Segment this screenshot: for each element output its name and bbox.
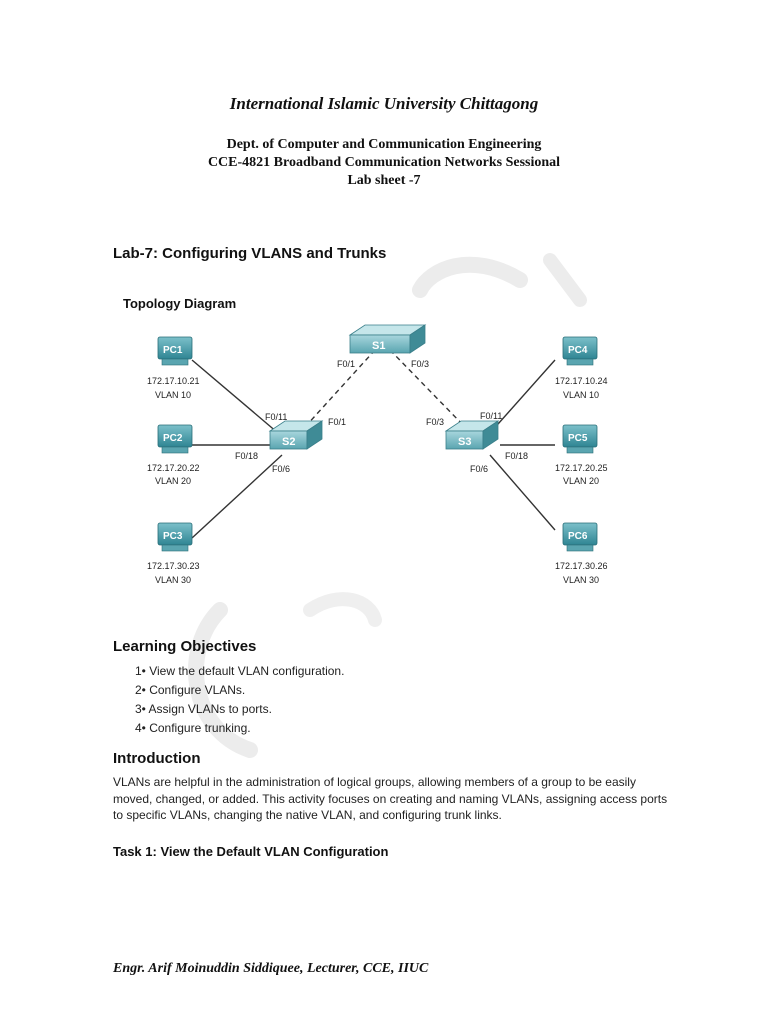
lab-sheet-line: Lab sheet -7 — [347, 173, 421, 188]
port-label: F0/6 — [272, 464, 290, 474]
pc-2: PC2 172.17.20.22 VLAN 20 — [147, 424, 200, 486]
pc-label: PC4 — [568, 345, 588, 356]
list-item: 4• Configure trunking. — [135, 721, 251, 735]
pc-vlan: VLAN 10 — [563, 390, 599, 400]
port-label: F0/6 — [470, 464, 488, 474]
list-item: 3• Assign VLANs to ports. — [135, 702, 272, 716]
watermark-logo — [188, 253, 587, 758]
port-label: F0/3 — [426, 417, 444, 427]
switch-label: S1 — [372, 340, 385, 352]
introduction-heading: Introduction — [113, 750, 201, 767]
department-line: Dept. of Computer and Communication Engi… — [226, 137, 542, 152]
link-pc6-s3 — [489, 454, 556, 531]
links — [191, 349, 556, 539]
list-item: 2• Configure VLANs. — [135, 683, 246, 697]
port-label: F0/18 — [505, 451, 528, 461]
pc-ip: 172.17.20.25 — [555, 463, 608, 473]
link-pc4-s3 — [489, 359, 556, 434]
list-item: 1• View the default VLAN configuration. — [135, 664, 345, 678]
topology-diagram: Topology Diagram S1 S2 S3 PC1 172.17.10.… — [123, 296, 608, 585]
pc-label: PC3 — [163, 531, 183, 542]
pc-3: PC3 172.17.30.23 VLAN 30 — [147, 522, 200, 585]
switch-s3: S3 — [444, 420, 500, 450]
pc-label: PC5 — [568, 433, 588, 444]
switch-s1: S1 — [348, 324, 427, 354]
port-label: F0/11 — [480, 411, 502, 421]
port-label: F0/11 — [265, 412, 287, 422]
switch-label: S2 — [282, 436, 295, 448]
pc-vlan: VLAN 30 — [563, 575, 599, 585]
footer-author: Engr. Arif Moinuddin Siddiquee, Lecturer… — [113, 961, 429, 976]
pc-ip: 172.17.30.26 — [555, 561, 608, 571]
pc-1: PC1 172.17.10.21 VLAN 10 — [147, 336, 200, 400]
pc-5: PC5 172.17.20.25 VLAN 20 — [555, 424, 608, 486]
pc-vlan: VLAN 20 — [563, 476, 599, 486]
pc-vlan: VLAN 30 — [155, 575, 191, 585]
pc-6: PC6 172.17.30.26 VLAN 30 — [555, 522, 608, 585]
pc-ip: 172.17.20.22 — [147, 463, 200, 473]
pc-ip: 172.17.30.23 — [147, 561, 200, 571]
university-title: International Islamic University Chittag… — [229, 94, 539, 113]
port-label: F0/3 — [411, 359, 429, 369]
port-labels: F0/1 F0/3 F0/1 F0/11 F0/18 F0/6 F0/3 F0/… — [235, 359, 528, 474]
port-label: F0/18 — [235, 451, 258, 461]
pc-label: PC1 — [163, 345, 183, 356]
pc-label: PC2 — [163, 433, 183, 444]
port-label: F0/1 — [328, 417, 346, 427]
link-pc3-s2 — [191, 454, 283, 539]
port-label: F0/1 — [337, 359, 355, 369]
course-line: CCE-4821 Broadband Communication Network… — [207, 155, 561, 170]
objectives-heading: Learning Objectives — [113, 638, 257, 655]
objectives-list: 1• View the default VLAN configuration. … — [135, 662, 344, 738]
pc-ip: 172.17.10.21 — [147, 376, 200, 386]
pc-vlan: VLAN 20 — [155, 476, 191, 486]
link-pc1-s2 — [191, 359, 279, 434]
task-heading: Task 1: View the Default VLAN Configurat… — [113, 844, 389, 859]
switch-s2: S2 — [268, 420, 324, 450]
pc-ip: 172.17.10.24 — [555, 376, 608, 386]
diagram-title: Topology Diagram — [123, 296, 236, 311]
pc-vlan: VLAN 10 — [155, 390, 191, 400]
pc-4: PC4 172.17.10.24 VLAN 10 — [555, 336, 608, 400]
lab-title: Lab-7: Configuring VLANS and Trunks — [113, 245, 387, 262]
pc-label: PC6 — [568, 531, 588, 542]
introduction-text: VLANs are helpful in the administration … — [113, 775, 668, 822]
switch-label: S3 — [458, 436, 471, 448]
